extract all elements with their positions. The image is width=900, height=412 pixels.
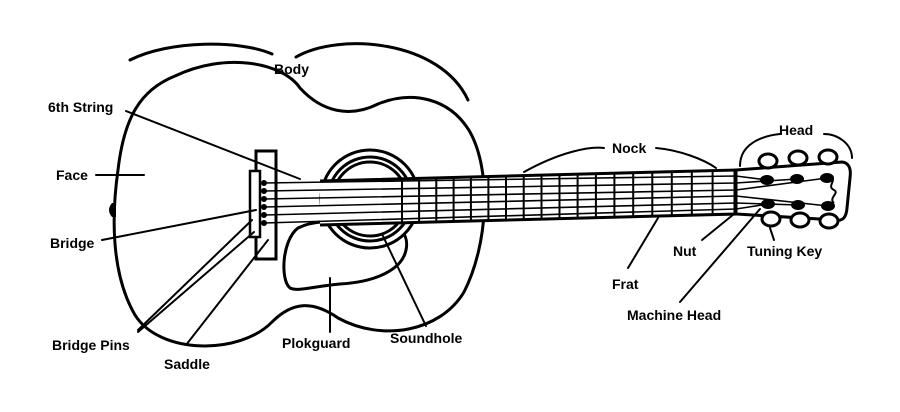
- tuning-key-bottom-2: [791, 213, 809, 227]
- tuning-key-top-2: [789, 151, 807, 165]
- tuning-key-top-1: [759, 154, 777, 168]
- label-bridge: Bridge: [50, 235, 95, 251]
- bridge-pin: [261, 180, 267, 186]
- tuning-key-bottom-3: [820, 214, 838, 228]
- headstock: [736, 162, 850, 220]
- label-head: Head: [779, 122, 813, 138]
- label-bridge-pins: Bridge Pins: [52, 337, 130, 353]
- label-fret: Frat: [612, 276, 639, 292]
- bridge-pin: [261, 204, 267, 210]
- label-6th-string: 6th String: [48, 99, 113, 115]
- bridge-pin: [261, 188, 267, 194]
- bridge-pin: [261, 212, 267, 218]
- label-machine-head: Machine Head: [627, 307, 721, 323]
- label-face: Face: [56, 167, 88, 183]
- label-nut: Nut: [673, 243, 697, 259]
- label-neck: Nock: [612, 140, 646, 156]
- saddle: [250, 171, 260, 237]
- label-tuning-key: Tuning Key: [747, 243, 822, 259]
- label-soundhole: Soundhole: [390, 330, 463, 346]
- end-pin: [109, 203, 116, 217]
- label-saddle: Saddle: [164, 356, 210, 372]
- leader-lines: [96, 111, 852, 345]
- label-pickguard: Plokguard: [282, 335, 350, 351]
- bridge-pin: [261, 220, 267, 226]
- tuning-key-top-3: [819, 150, 837, 164]
- label-body: Body: [274, 61, 309, 77]
- bridge-pin: [261, 196, 267, 202]
- tuning-key-bottom-1: [762, 212, 780, 226]
